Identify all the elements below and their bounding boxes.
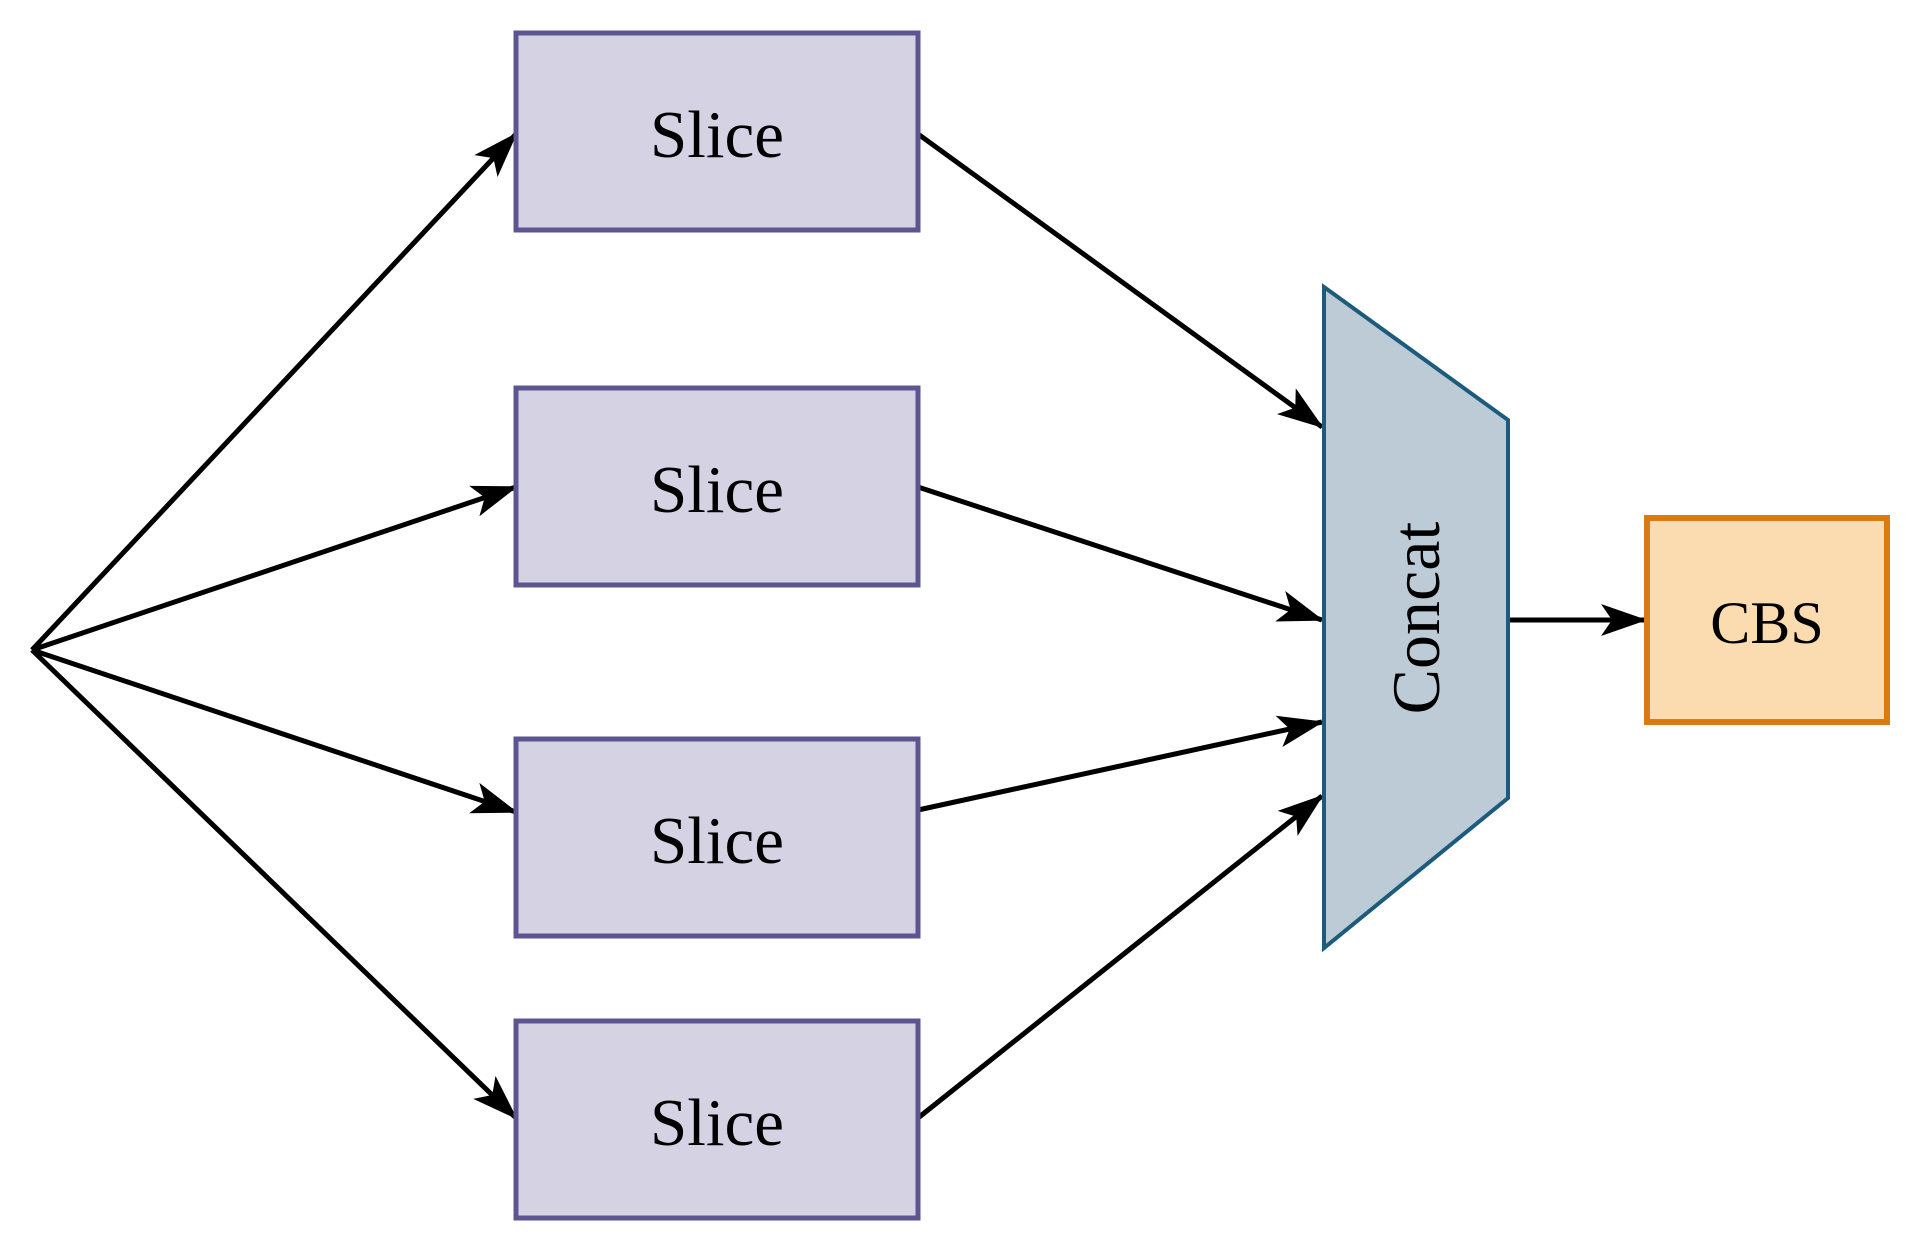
slice-3-label: Slice (650, 804, 784, 878)
node-slice-4: Slice (513, 1018, 921, 1221)
edge-input-to-slice-2 (31, 484, 518, 653)
node-concat: Concat (1322, 283, 1510, 953)
slice-4-box (513, 1018, 921, 1221)
slice-1-box (513, 30, 921, 233)
node-cbs: CBS (1644, 515, 1890, 725)
edge-input-to-slice-1 (30, 132, 518, 652)
slice-1-label: Slice (650, 98, 784, 172)
edge-input-to-slice-4 (30, 648, 518, 1120)
edge-slice-3-to-concat (917, 715, 1324, 813)
edge-input-to-slice-3 (31, 647, 518, 815)
slice-2-label: Slice (650, 453, 784, 527)
node-slice-3: Slice (513, 736, 921, 939)
slice-3-box (513, 736, 921, 939)
edge-slice-1-to-concat (916, 131, 1324, 430)
edge-slice-4-to-concat (916, 794, 1324, 1120)
slice-4-label: Slice (650, 1086, 784, 1160)
concat-label: Concat (1378, 522, 1454, 715)
cbs-box (1644, 515, 1890, 725)
slice-2-box (513, 385, 921, 588)
node-slice-2: Slice (513, 385, 921, 588)
node-slice-1: Slice (513, 30, 921, 233)
cbs-label: CBS (1710, 590, 1823, 656)
edge-slice-2-to-concat (917, 484, 1324, 623)
concat-trapezoid (1322, 283, 1510, 953)
edges-group (30, 131, 1647, 1120)
